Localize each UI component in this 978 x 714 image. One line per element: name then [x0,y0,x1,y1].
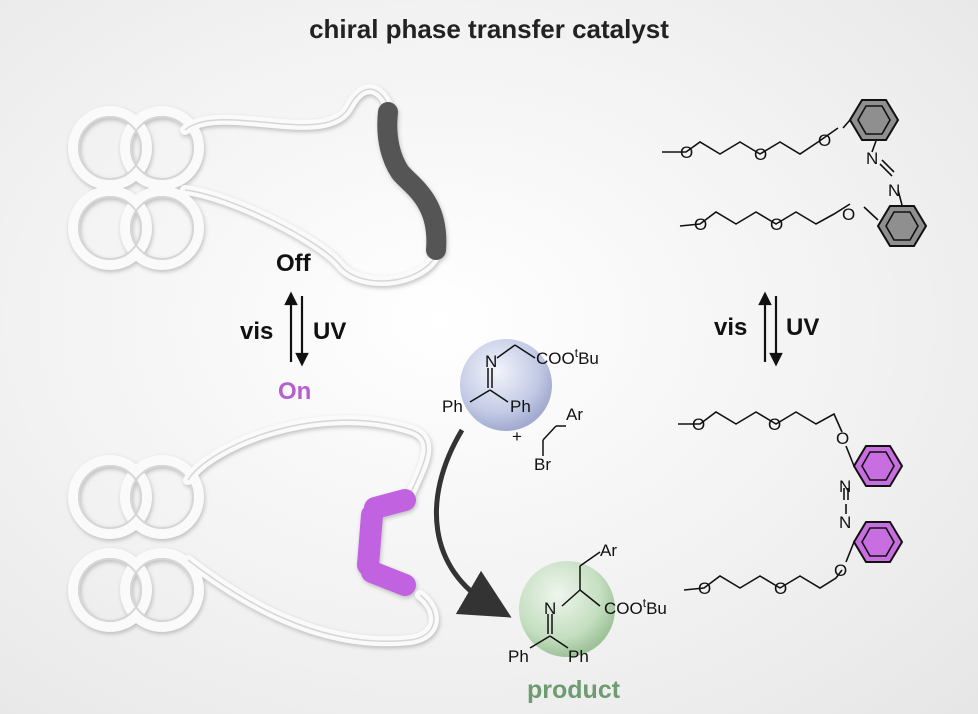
uv-left-label: UV [313,318,347,345]
product-label: product [527,676,621,704]
svg-text:O: O [694,215,707,234]
svg-text:O: O [698,579,711,598]
reactant-br: Br [534,455,551,474]
svg-text:O: O [770,215,783,234]
azo-trans-atoms: O O O O O O N N [680,131,900,234]
svg-text:O: O [818,131,831,150]
vis-left-label: vis [240,318,274,345]
product-ph-left: Ph [508,647,529,666]
reactant-ester: COOtBu [536,346,599,368]
state-on-label: On [278,378,312,405]
product-bubble [519,561,615,657]
reactant-n: N [485,352,497,371]
product-ph-right: Ph [568,647,589,666]
product-ester: COOtBu [604,596,667,618]
azo-cis-atoms: O O O O O O N N [692,415,851,598]
azo-trans-structure [662,99,928,247]
svg-text:O: O [836,429,849,448]
svg-text:N: N [839,477,851,496]
reactant-ar: Ar [566,405,583,424]
reactant-ph-left: Ph [442,397,463,416]
reactant-bubble [460,339,552,431]
reactant-bonds [469,344,566,456]
svg-text:O: O [834,561,847,580]
equilibrium-arrows-right [758,291,783,367]
diagram-title: chiral phase transfer catalyst [309,14,669,44]
uv-right-label: UV [786,314,820,341]
product-bonds [529,551,601,649]
reactant-ph-right: Ph [510,397,531,416]
catalyst-on-shape [68,415,439,647]
svg-text:O: O [768,415,781,434]
svg-text:O: O [680,143,693,162]
svg-text:O: O [692,415,705,434]
svg-text:N: N [866,149,878,168]
svg-text:O: O [842,205,855,224]
equilibrium-arrows-left [284,291,309,367]
catalyst-off-shape [68,84,447,286]
state-off-label: Off [276,250,311,277]
product-n: N [544,599,556,618]
azo-cis-structure [678,411,904,591]
svg-text:O: O [754,145,767,164]
reactant-plus: + [512,427,522,446]
reaction-arrow [433,428,512,618]
svg-text:N: N [839,513,851,532]
product-ar: Ar [600,541,617,560]
vis-right-label: vis [714,314,748,341]
svg-text:N: N [888,181,900,200]
svg-text:O: O [774,579,787,598]
